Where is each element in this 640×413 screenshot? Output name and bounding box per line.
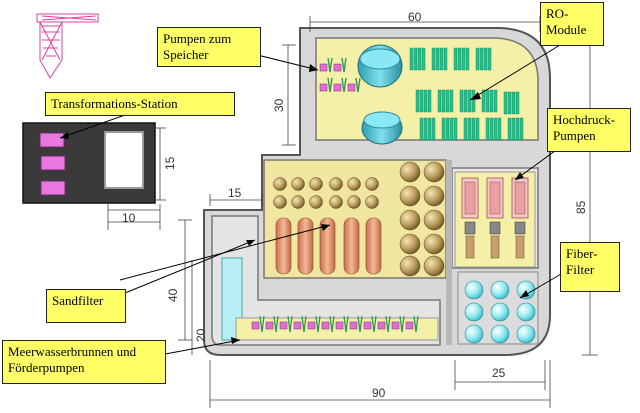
sand-vessel: [329, 177, 343, 191]
ro-module-stack: [485, 117, 502, 141]
sandfilter-tube: [343, 217, 360, 275]
label-ro-module: RO- Module: [540, 2, 604, 46]
label-fiber-filter: Fiber- Filter: [560, 242, 620, 292]
ro-modules: [409, 47, 524, 141]
sandfilter-tube: [319, 217, 336, 275]
sand-vessel-large: [423, 233, 445, 255]
storage-pump: [347, 77, 361, 93]
ro-module-stack: [409, 47, 426, 71]
sand-vessel: [309, 195, 323, 209]
sandfilter-tube: [365, 217, 382, 275]
sand-vessel: [347, 177, 361, 191]
sand-vessel: [309, 177, 323, 191]
storage-pump: [319, 77, 333, 93]
ro-module-stack: [459, 89, 476, 113]
arrow-heads: [60, 64, 529, 344]
label-transformations-station: Transformations-Station: [45, 92, 235, 116]
ro-module-stack: [431, 47, 448, 71]
label-sandfilter: Sandfilter: [46, 289, 126, 323]
intake-pump: [279, 315, 293, 333]
intake-pump: [363, 315, 377, 333]
high-pressure-pump: [486, 177, 504, 259]
dim-trafo-height: 15: [163, 156, 177, 170]
intake-pump: [377, 315, 391, 333]
storage-pumps: [319, 57, 361, 93]
wireframe-icon: [36, 13, 99, 79]
sand-vessel: [291, 177, 305, 191]
fiber-vessel: [490, 280, 510, 300]
intake-pump: [335, 315, 349, 333]
sand-vessel-large: [399, 209, 421, 231]
fiber-vessel: [490, 302, 510, 322]
ro-module-stack: [481, 89, 498, 113]
ro-module-stack: [463, 117, 480, 141]
ro-module-stack: [453, 47, 470, 71]
fiber-vessel: [464, 280, 484, 300]
dim-left-mid: 40: [166, 288, 180, 302]
storage-pump: [333, 77, 347, 93]
sand-vessel-large: [423, 255, 445, 277]
sand-vessel: [347, 195, 361, 209]
ro-module-stack: [419, 117, 436, 141]
fiber-filter-vessels: [464, 280, 536, 344]
storage-pump: [333, 57, 347, 73]
sandfilter-vessels: [273, 161, 445, 277]
intake-pumps: [251, 315, 419, 333]
sand-vessel-large: [399, 185, 421, 207]
intake-pump: [349, 315, 363, 333]
sand-vessel-large: [423, 161, 445, 183]
dim-right: 85: [574, 200, 588, 214]
dim-trafo-width: 10: [122, 211, 136, 225]
sand-vessel: [365, 177, 379, 191]
label-pumpen-speicher: Pumpen zum Speicher: [157, 27, 261, 67]
sand-vessel-large: [399, 255, 421, 277]
intake-pump: [307, 315, 321, 333]
sand-vessel-large: [399, 161, 421, 183]
sandfilter-tube: [297, 217, 314, 275]
ro-module-stack: [441, 117, 458, 141]
dim-left-low: 20: [194, 328, 208, 342]
intake-pump: [265, 315, 279, 333]
fiber-vessel: [516, 324, 536, 344]
sand-vessel-large: [399, 233, 421, 255]
ro-module-stack: [415, 89, 432, 113]
dim-middle: 15: [228, 186, 242, 200]
label-meerwasser: Meerwasserbrunnen und Förderpumpen: [2, 340, 166, 384]
sandfilter-tube: [275, 217, 292, 275]
high-pressure-pumps: [461, 177, 529, 259]
ro-module-stack: [503, 91, 520, 115]
ro-module-stack: [437, 89, 454, 113]
intake-pump: [391, 315, 405, 333]
sandfilter-tubes: [275, 217, 382, 275]
sand-vessel-large: [423, 185, 445, 207]
sand-vessel: [291, 195, 305, 209]
dim-left-upper: 30: [272, 98, 286, 112]
ro-tanks: [357, 44, 403, 145]
ro-module-stack: [475, 47, 492, 71]
sand-vessel: [273, 177, 287, 191]
storage-pump: [319, 57, 333, 73]
intake-pump: [293, 315, 307, 333]
intake-pump: [251, 315, 265, 333]
intake-pump: [321, 315, 335, 333]
dim-top: 60: [408, 10, 422, 24]
high-pressure-pump: [461, 177, 479, 259]
dim-bottom-right: 25: [492, 366, 506, 380]
ro-module-stack: [507, 117, 524, 141]
fiber-vessel: [464, 324, 484, 344]
sand-vessel: [329, 195, 343, 209]
transformations-station: [22, 122, 156, 204]
callout-leaders: [59, 44, 571, 356]
fiber-vessel: [464, 302, 484, 322]
high-pressure-pump: [511, 177, 529, 259]
dim-bottom: 90: [372, 386, 386, 400]
sand-vessel: [365, 195, 379, 209]
sand-vessel: [273, 195, 287, 209]
fiber-vessel: [490, 324, 510, 344]
fiber-vessel: [516, 302, 536, 322]
intake-pump: [405, 315, 419, 333]
label-hochdruck-pumpen: Hochdruck- Pumpen: [547, 108, 631, 152]
sand-vessel-large: [423, 209, 445, 231]
